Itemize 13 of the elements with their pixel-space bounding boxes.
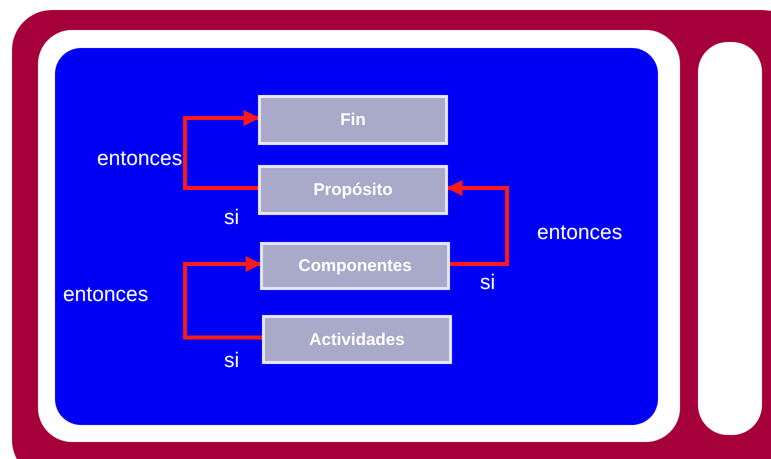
process-box: Actividades bbox=[262, 315, 452, 364]
arrow bbox=[446, 180, 509, 266]
process-box: Propósito bbox=[258, 165, 448, 215]
condition-label: entonces bbox=[63, 284, 148, 305]
condition-label: si bbox=[480, 272, 496, 293]
condition-label: si bbox=[224, 207, 240, 228]
condition-label: entonces bbox=[97, 148, 182, 169]
arrow bbox=[183, 110, 260, 190]
condition-label: si bbox=[224, 350, 240, 371]
process-box: Componentes bbox=[260, 242, 450, 290]
condition-label: entonces bbox=[537, 222, 622, 243]
process-box: Fin bbox=[258, 95, 448, 145]
arrow bbox=[183, 256, 262, 340]
